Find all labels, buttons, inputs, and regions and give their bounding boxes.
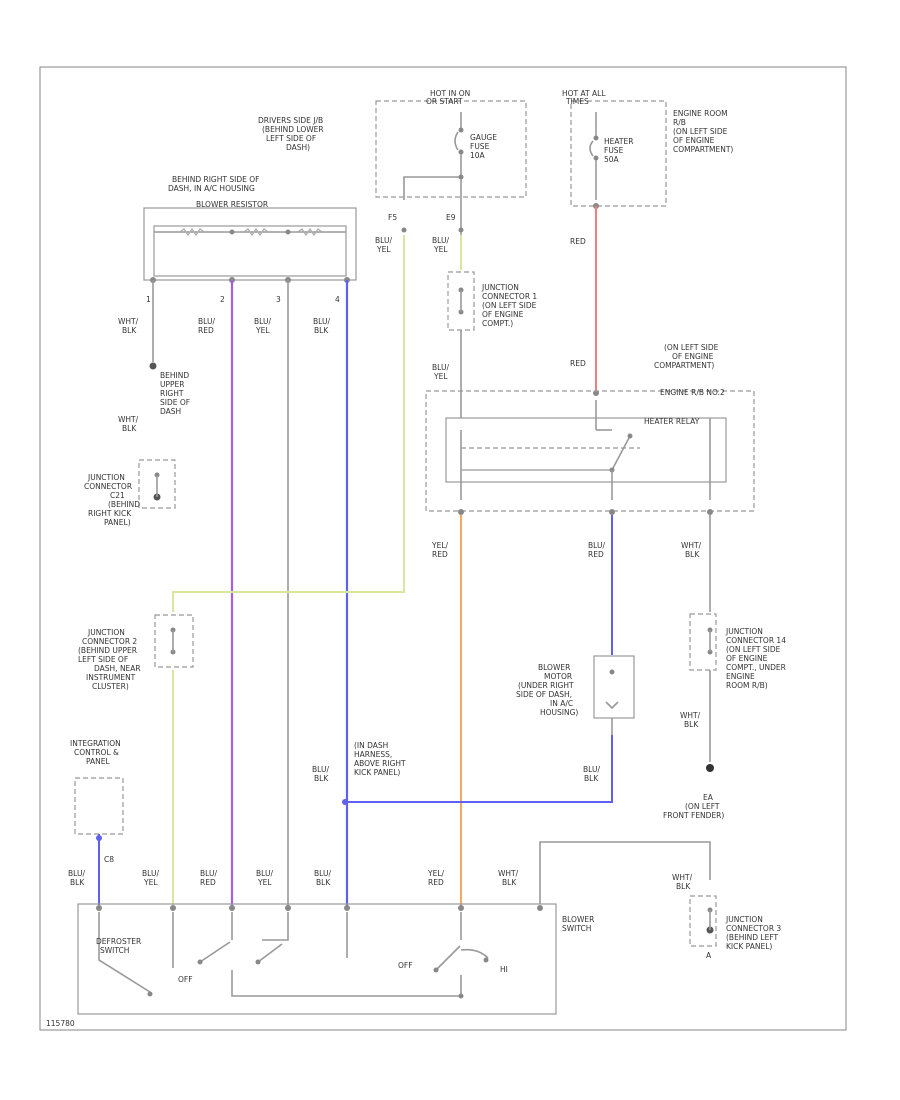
relay-location-label: (ON LEFT SIDE OF ENGINE COMPARTMENT) [654, 343, 721, 370]
harness-label: (IN DASH HARNESS, ABOVE RIGHT KICK PANEL… [354, 741, 408, 777]
heater-fuse-box [570, 100, 667, 207]
off-label-right: OFF [398, 961, 413, 970]
drivers-jb-label: DRIVERS SIDE J/B (BEHIND LOWER LEFT SIDE… [258, 116, 326, 152]
jc-left-label: JUNCTION CONNECTOR 14 (ON LEFT SIDE OF E… [725, 627, 788, 690]
blower-switch-box [77, 903, 557, 1015]
pin-c8-label: C8 [104, 855, 114, 864]
hi-label: HI [500, 965, 508, 974]
pin-a-label: A [706, 951, 712, 960]
wht-blk-color: WHT/BLK [681, 541, 702, 559]
blower-resistor-box [143, 207, 357, 281]
pin-e9-label: E9 [446, 213, 456, 222]
diagram-frame [39, 66, 847, 1031]
e9-wire-color: BLU/YEL [432, 236, 449, 254]
ground-wire-color: WHT/BLK [118, 415, 139, 433]
harness-wire-color: BLU/BLK [312, 765, 329, 783]
pin-f5-label: F5 [388, 213, 397, 222]
engine-rb2-box [425, 390, 755, 512]
blu-yel-wire [172, 235, 405, 612]
heater-relay-box [445, 417, 727, 483]
footer-code: 115780 [46, 1019, 75, 1028]
right-ground-color: WHT/BLK [680, 711, 701, 729]
pin4-wire-color: BLU/BLK [313, 317, 330, 335]
gauge-fuse-label: GAUGE FUSE 10A [470, 133, 499, 160]
eh-ground-label: EA (ON LEFT FRONT FENDER) [663, 793, 724, 820]
red-wire-label-2: RED [570, 359, 586, 368]
sw-pin1-color: BLU/BLK [68, 869, 85, 887]
sw-pin4-color: BLU/YEL [256, 869, 273, 887]
sw-pin7-color: WHT/BLK [498, 869, 519, 887]
blower-motor-label: BLOWER MOTOR (UNDER RIGHT SIDE OF DASH, … [516, 663, 578, 717]
integration-label: INTEGRATION CONTROL & PANEL [70, 739, 123, 766]
pin1-wire-color: WHT/BLK [118, 317, 139, 335]
jc-c21-label: JUNCTION CONNECTOR C21 (BEHIND RIGHT KIC… [84, 473, 142, 527]
sw-pin6-color: YEL/RED [427, 869, 444, 887]
heater-relay-label: HEATER RELAY [644, 417, 700, 426]
engine-rb-label: ENGINE ROOM R/B (ON LEFT SIDE OF ENGINE … [673, 109, 733, 154]
jc3-label: JUNCTION CONNECTOR 3 (BEHIND LEFT KICK P… [725, 915, 784, 951]
f5-wire-color: BLU/YEL [375, 236, 392, 254]
e9b-wire-color: BLU/YEL [432, 363, 449, 381]
jc1-label: JUNCTION CONNECTOR 1 (ON LEFT SIDE OF EN… [481, 283, 540, 328]
sw-pin3-color: BLU/RED [200, 869, 217, 887]
res-pin-1: 1 [146, 295, 151, 304]
ground-location-label: BEHIND UPPER RIGHT SIDE OF DASH [160, 371, 192, 416]
sw-pin5-color: BLU/BLK [314, 869, 331, 887]
off-label-left: OFF [178, 975, 193, 984]
gauge-fuse-box [375, 100, 527, 198]
resistor-location-label: BEHIND RIGHT SIDE OF DASH, IN A/C HOUSIN… [168, 175, 262, 193]
jc3-wire-color: WHT/BLK [672, 873, 693, 891]
jc-dash-label: JUNCTION CONNECTOR 2 (BEHIND UPPER LEFT … [78, 628, 143, 691]
red-wire-label: RED [570, 237, 586, 246]
blu-red-color: BLU/RED [588, 541, 605, 559]
motor-ground-wire [345, 735, 613, 803]
yel-red-color: YEL/RED [431, 541, 448, 559]
res-pin-2: 2 [220, 295, 225, 304]
motor-ground-color: BLU/BLK [583, 765, 600, 783]
heater-fuse-label: HEATER FUSE 50A [604, 137, 636, 164]
res-pin-4: 4 [335, 295, 340, 304]
blower-motor-box [593, 655, 635, 719]
blower-resistor-label: BLOWER RESISTOR [196, 200, 268, 209]
sw-pin2-color: BLU/YEL [142, 869, 159, 887]
engine-rb2-label: ENGINE R/B NO.2 [660, 388, 725, 397]
res-pin-3: 3 [276, 295, 281, 304]
pin2-wire-color: BLU/RED [198, 317, 215, 335]
integration-panel-box [74, 777, 124, 835]
pin3-wire-color: BLU/YEL [254, 317, 271, 335]
